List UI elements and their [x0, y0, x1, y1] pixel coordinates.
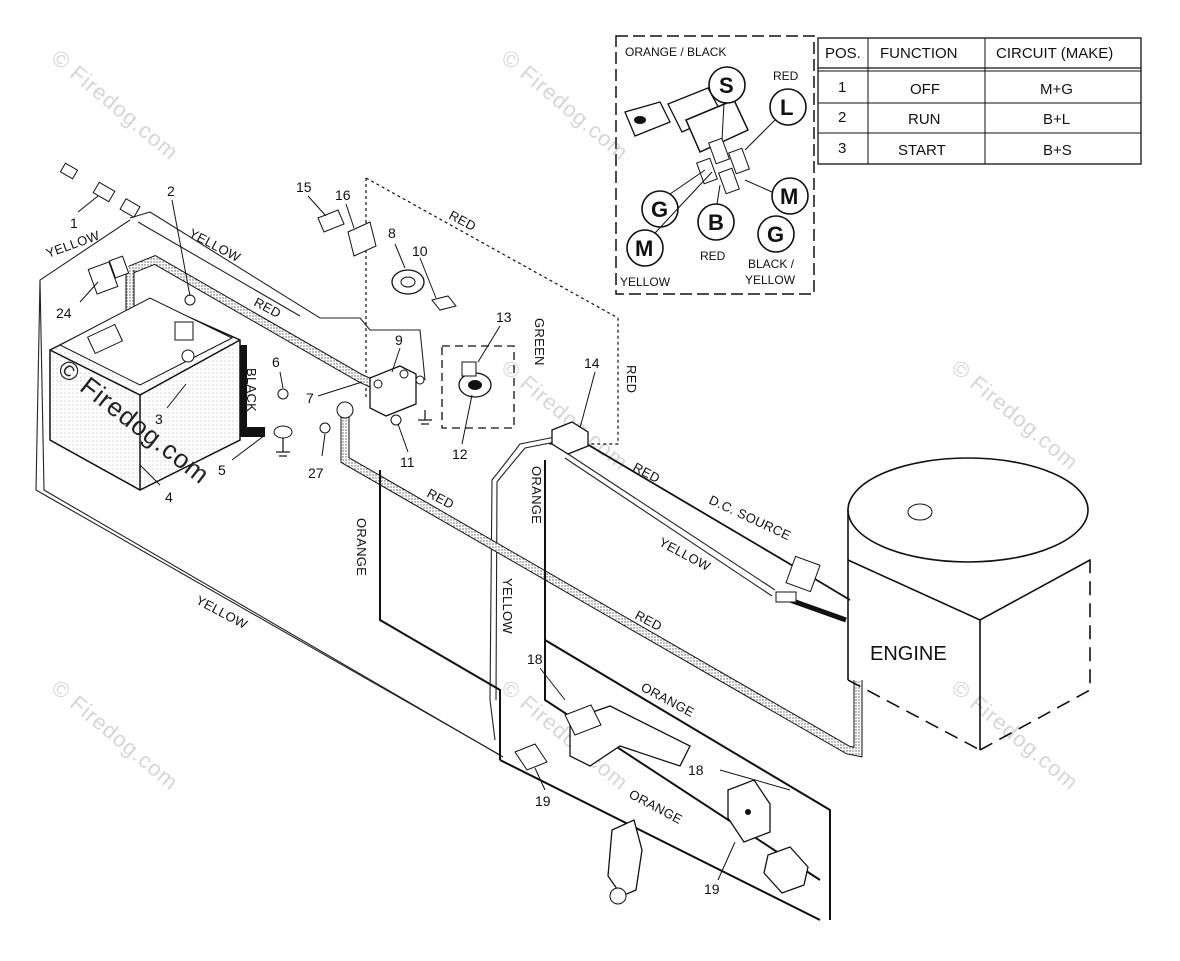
- wire-label-red: RED: [447, 207, 479, 234]
- table-cell: B+L: [1043, 111, 1070, 128]
- solenoid-9: [369, 365, 417, 417]
- terminal-m-2: M: [626, 171, 713, 267]
- red-label-bottom: RED: [700, 249, 726, 263]
- part-number: 2: [167, 183, 175, 199]
- wire-label-red: RED: [624, 365, 639, 393]
- wire-label-yellow: YELLOW: [657, 534, 714, 574]
- svg-text:M: M: [635, 236, 653, 261]
- connector-1: [59, 162, 141, 218]
- ground-symbols: [276, 410, 432, 457]
- orange-black-label: ORANGE / BLACK: [625, 45, 726, 59]
- part-number: 6: [272, 354, 280, 370]
- engine: ENGINE: [775, 457, 1091, 751]
- svg-text:L: L: [780, 95, 793, 120]
- red-cables: [125, 255, 863, 758]
- part-number: 18: [527, 651, 543, 667]
- part-number: 19: [535, 793, 551, 809]
- part-number: 5: [218, 462, 226, 478]
- part-number: 27: [308, 465, 324, 481]
- table-cell: OFF: [910, 81, 940, 98]
- svg-text:B: B: [708, 210, 724, 235]
- wire-label-orange: ORANGE: [354, 518, 369, 576]
- part-number: 10: [412, 243, 428, 259]
- part-number: 1: [70, 215, 78, 231]
- wire-label-yellow: YELLOW: [194, 592, 251, 632]
- ignition-switch-legend: ORANGE / BLACK RED S L G: [615, 35, 815, 295]
- table-cell: 1: [838, 79, 846, 96]
- part-number: 9: [395, 332, 403, 348]
- wire-label-green: GREEN: [532, 318, 547, 366]
- table-cell: 2: [838, 109, 846, 126]
- yellow-label: YELLOW: [620, 275, 671, 289]
- plunger-switch-19: [607, 779, 809, 905]
- yellow-wires: [35, 211, 776, 758]
- part-number: 24: [56, 305, 72, 321]
- watermark-text: © Firedog.com: [947, 355, 1084, 475]
- wire-labels: YELLOW YELLOW RED RED BLACK GREEN RED RE…: [44, 207, 793, 827]
- ignition-switch-12: [458, 361, 492, 398]
- terminal-l: L: [744, 88, 807, 151]
- terminal-g-1: G: [641, 169, 706, 228]
- part-number: 14: [584, 355, 600, 371]
- part-callouts: [77, 195, 791, 881]
- part-number: 11: [400, 454, 415, 470]
- svg-text:M: M: [780, 184, 798, 209]
- table-header-pos: POS.: [825, 45, 861, 62]
- black-yellow-label-1: BLACK /: [748, 257, 795, 271]
- wire-label-orange: ORANGE: [627, 786, 685, 827]
- table-cell: B+S: [1043, 142, 1072, 159]
- wire-label-red: RED: [631, 459, 663, 486]
- engine-label: ENGINE: [870, 643, 947, 665]
- table-cell: M+G: [1040, 81, 1073, 98]
- battery: [49, 297, 241, 491]
- part-number: 7: [306, 390, 314, 406]
- part-number: 12: [452, 446, 468, 462]
- watermark-text: © Firedog.com: [47, 675, 184, 795]
- table-cell: START: [898, 142, 946, 159]
- watermark-text: © Firedog.com: [947, 675, 1084, 795]
- svg-text:S: S: [719, 73, 734, 98]
- part-number: 19: [704, 881, 720, 897]
- red-label-top: RED: [773, 69, 799, 83]
- watermark-text: © Firedog.com: [47, 45, 184, 165]
- terminal-s: S: [708, 66, 746, 141]
- table-cell: RUN: [908, 111, 941, 128]
- fuse-holder-24: [87, 255, 130, 295]
- svg-text:G: G: [651, 197, 668, 222]
- wire-label-dc-source: D.C. SOURCE: [707, 492, 794, 543]
- wire-label-yellow: YELLOW: [44, 227, 102, 260]
- wire-label-yellow: YELLOW: [187, 225, 244, 265]
- ignition-key-icon: [624, 87, 750, 195]
- watermark-text: © Firedog.com: [497, 45, 634, 165]
- part-8-nut: [391, 269, 457, 311]
- part-number: 16: [335, 187, 351, 203]
- part-number: 15: [296, 179, 312, 195]
- part-number: 4: [165, 489, 173, 505]
- part-number: 8: [388, 225, 396, 241]
- terminal-g-2: G: [757, 215, 795, 253]
- seat-switch-19: [514, 704, 691, 771]
- orange-wires: [379, 460, 831, 921]
- table-header-circuit: CIRCUIT (MAKE): [996, 45, 1113, 62]
- table-cell: 3: [838, 140, 846, 157]
- wire-label-yellow: YELLOW: [500, 578, 515, 634]
- black-yellow-label-2: YELLOW: [745, 273, 796, 287]
- wire-label-black: BLACK: [244, 368, 259, 412]
- part-15-16: [317, 209, 377, 257]
- wire-label-orange: ORANGE: [529, 466, 544, 524]
- terminal-m-1: M: [744, 177, 809, 215]
- connector-14: [551, 421, 589, 455]
- part-number: 13: [496, 309, 512, 325]
- terminal-b: B: [697, 184, 735, 241]
- part-number: 3: [155, 411, 163, 427]
- table-header-function: FUNCTION: [880, 45, 958, 62]
- svg-text:G: G: [767, 222, 784, 247]
- part-number-labels: 1 2 3 4 5 6 7 8 9 10 11 12 13 14 15 16 1…: [56, 179, 720, 897]
- switch-position-table: POS. FUNCTION CIRCUIT (MAKE) 1 OFF M+G 2…: [817, 37, 1142, 165]
- part-number: 18: [688, 762, 704, 778]
